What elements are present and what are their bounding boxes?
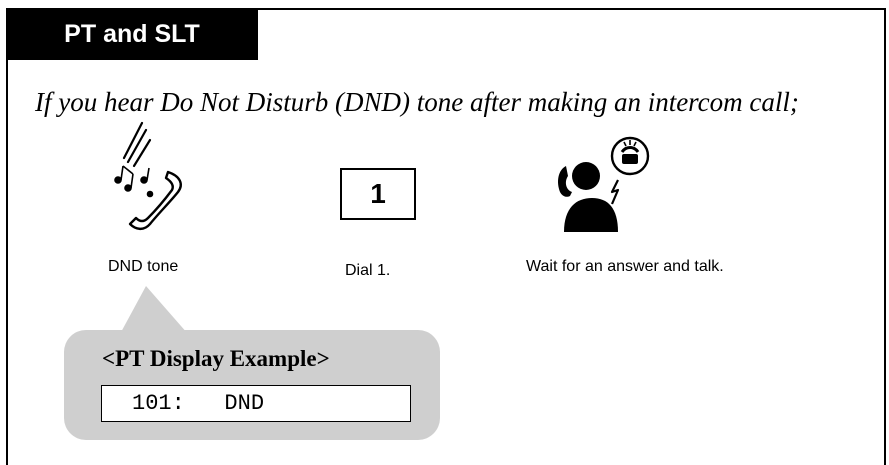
step-caption-dial: Dial 1. xyxy=(345,262,391,279)
intro-text: If you hear Do Not Disturb (DND) tone af… xyxy=(35,87,799,117)
person-talking-icon xyxy=(558,136,650,232)
step-caption-wait: Wait for an answer and talk. xyxy=(526,258,724,275)
section-title: PT and SLT xyxy=(6,8,258,60)
lcd-display: 101: DND xyxy=(101,385,411,422)
section-frame xyxy=(6,8,886,465)
display-example-title: <PT Display Example> xyxy=(102,346,330,371)
handset-ringing-icon xyxy=(114,121,182,231)
step-caption-dnd-tone: DND tone xyxy=(108,258,179,275)
dial-key-1: 1 xyxy=(340,168,416,220)
